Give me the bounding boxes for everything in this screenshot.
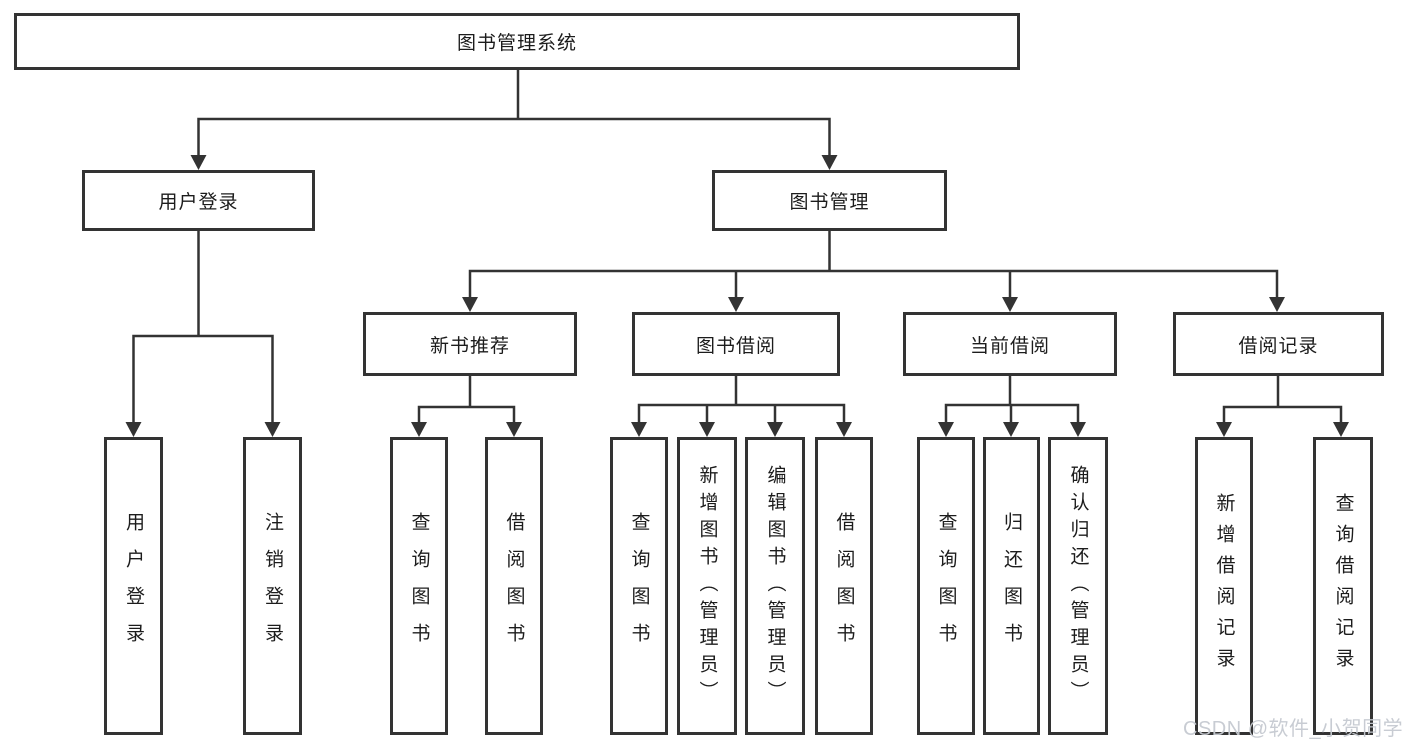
node-label: 借阅图书 — [833, 512, 855, 660]
node-add-borrow-record: 新增借阅记录 — [1195, 437, 1253, 735]
node-user-login: 用户登录 — [82, 170, 315, 231]
node-label: 用户登录 — [123, 512, 144, 660]
node-user-login-leaf: 用户登录 — [104, 437, 163, 735]
node-label: 查询图书 — [628, 512, 650, 660]
node-label: 用户登录 — [158, 192, 239, 213]
node-label: 编辑图书（管理员） — [764, 464, 786, 708]
csdn-watermark: CSDN @软件_小贺同学 — [1183, 718, 1404, 740]
node-label: 借阅记录 — [1238, 335, 1319, 357]
node-new-book-recommendation: 新书推荐 — [363, 312, 577, 376]
node-label: 图书管理 — [789, 192, 870, 213]
node-borrowing-records: 借阅记录 — [1173, 312, 1384, 376]
node-label: 查询图书 — [935, 512, 957, 660]
node-return-books: 归还图书 — [983, 437, 1040, 735]
node-query-books-borrowing: 查询图书 — [610, 437, 668, 735]
node-label: 归还图书 — [1001, 512, 1022, 660]
node-confirm-return-admin: 确认归还（管理员） — [1048, 437, 1108, 735]
node-label: 查询借阅记录 — [1332, 493, 1354, 679]
node-query-books-current: 查询图书 — [917, 437, 975, 735]
node-borrow-books-recommend: 借阅图书 — [485, 437, 543, 735]
node-borrow-books-leaf: 借阅图书 — [815, 437, 873, 735]
node-label: 图书管理系统 — [456, 33, 577, 54]
arrowheads — [125, 155, 1349, 437]
node-label: 新增图书（管理员） — [696, 464, 718, 708]
node-label: 查询图书 — [408, 512, 430, 660]
node-add-books-admin: 新增图书（管理员） — [677, 437, 737, 735]
node-logout-leaf: 注销登录 — [243, 437, 302, 735]
node-query-borrow-record: 查询借阅记录 — [1313, 437, 1373, 735]
node-label: 新书推荐 — [429, 335, 510, 357]
node-label: 确认归还（管理员） — [1067, 464, 1089, 708]
node-label: 新增借阅记录 — [1213, 493, 1235, 679]
node-book-borrowing: 图书借阅 — [632, 312, 840, 376]
node-label: 图书借阅 — [695, 335, 776, 357]
node-query-books-recommend: 查询图书 — [390, 437, 448, 735]
node-current-borrowing: 当前借阅 — [903, 312, 1117, 376]
node-book-management: 图书管理 — [712, 170, 947, 231]
node-library-management-system: 图书管理系统 — [14, 13, 1020, 70]
node-edit-books-admin: 编辑图书（管理员） — [745, 437, 805, 735]
node-label: 当前借阅 — [969, 335, 1050, 357]
node-label: 注销登录 — [262, 512, 283, 660]
node-label: 借阅图书 — [503, 512, 525, 660]
